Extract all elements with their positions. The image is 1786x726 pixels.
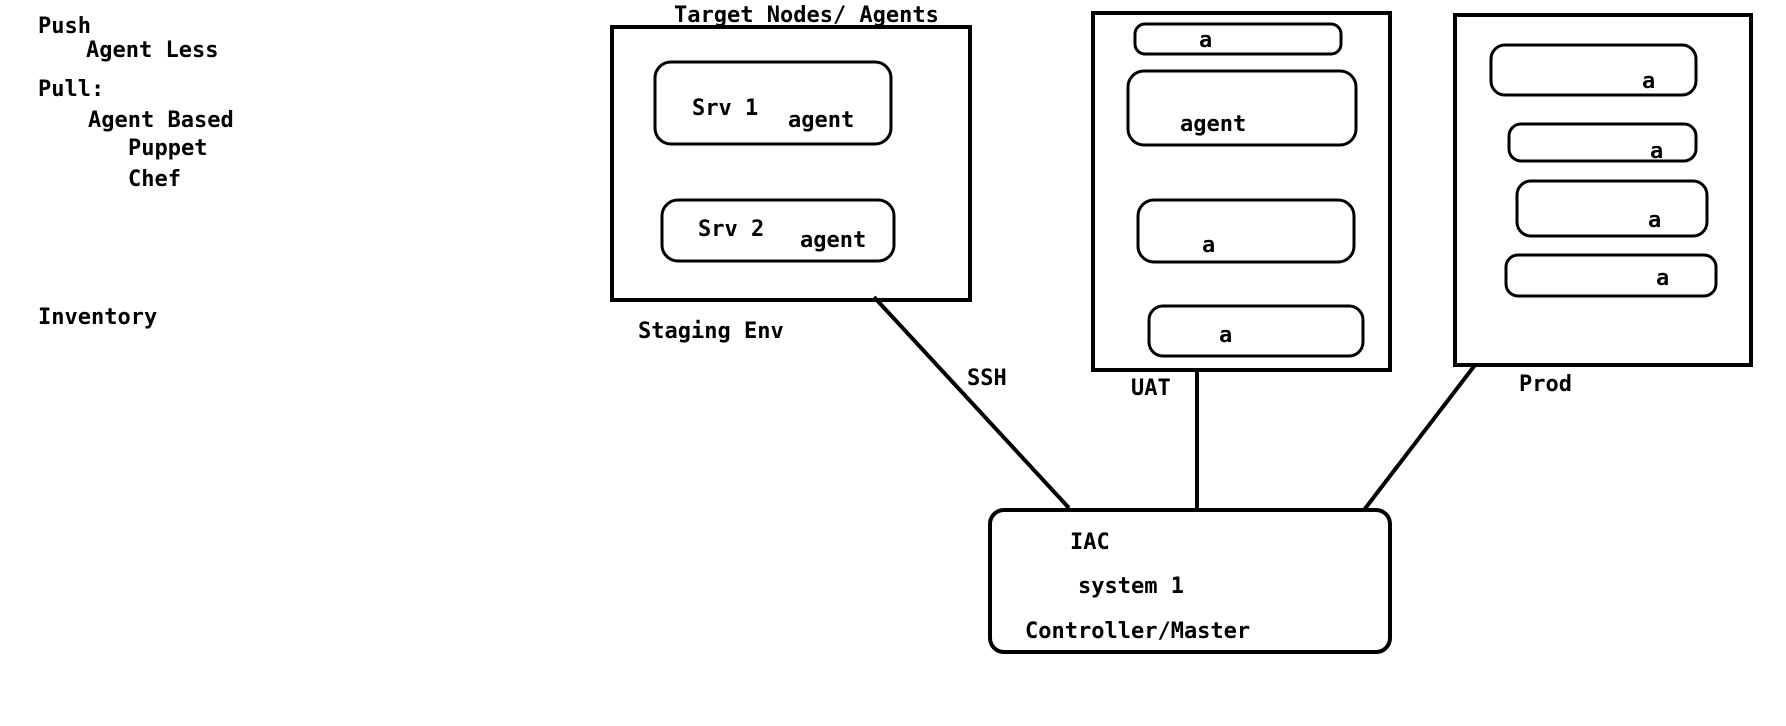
prod-node-1-label: a xyxy=(1642,69,1655,94)
note-agent-less: Agent Less xyxy=(86,38,218,63)
srv2-agent-label: agent xyxy=(800,228,866,253)
prod-env-label: Prod xyxy=(1519,372,1572,397)
prod-node-4 xyxy=(1504,253,1718,298)
uat-node-1 xyxy=(1133,22,1343,56)
staging-env-box xyxy=(610,25,972,302)
note-agent-based: Agent Based xyxy=(88,108,234,133)
note-push: Push xyxy=(38,14,91,39)
prod-node-3-label: a xyxy=(1648,208,1661,233)
note-pull: Pull: xyxy=(38,77,104,102)
uat-node-4 xyxy=(1147,304,1365,358)
controller-box xyxy=(988,508,1392,654)
prod-node-4-label: a xyxy=(1656,266,1669,291)
ssh-connector-line xyxy=(872,295,1071,510)
controller-line-master: Controller/Master xyxy=(1025,619,1250,644)
uat-env-label: UAT xyxy=(1131,376,1171,401)
staging-env-label: Staging Env xyxy=(638,319,784,344)
note-inventory: Inventory xyxy=(38,305,157,330)
prod-env-group: a a a a Prod xyxy=(1453,13,1753,397)
srv2-label: Srv 2 xyxy=(698,217,764,242)
uat-node-4-label: a xyxy=(1219,323,1232,348)
uat-node-1-label: a xyxy=(1199,28,1212,53)
uat-node-2 xyxy=(1126,69,1358,147)
ssh-label: SSH xyxy=(967,366,1007,391)
prod-node-3 xyxy=(1515,179,1709,238)
prod-connector-line xyxy=(1362,363,1477,512)
uat-node-3 xyxy=(1136,198,1356,264)
note-chef: Chef xyxy=(128,167,181,192)
srv1-node xyxy=(653,60,893,146)
prod-env-box xyxy=(1453,13,1753,367)
staging-env-group: Srv 1 agent Srv 2 agent Staging Env xyxy=(610,25,972,344)
uat-node-3-label: a xyxy=(1202,233,1215,258)
srv1-label: Srv 1 xyxy=(692,96,758,121)
note-puppet: Puppet xyxy=(128,136,207,161)
target-nodes-title: Target Nodes/ Agents xyxy=(674,3,939,28)
uat-env-box xyxy=(1091,11,1392,372)
uat-node-2-label: agent xyxy=(1180,112,1246,137)
srv1-agent-label: agent xyxy=(788,108,854,133)
controller-group: IAC system 1 Controller/Master xyxy=(988,508,1392,654)
prod-node-2 xyxy=(1507,122,1698,163)
controller-line-iac: IAC xyxy=(1070,530,1110,555)
prod-node-1 xyxy=(1489,43,1698,97)
controller-line-system: system 1 xyxy=(1078,574,1184,599)
srv2-node xyxy=(660,198,896,263)
prod-node-2-label: a xyxy=(1650,139,1663,164)
uat-env-group: a agent a a UAT xyxy=(1091,11,1392,401)
